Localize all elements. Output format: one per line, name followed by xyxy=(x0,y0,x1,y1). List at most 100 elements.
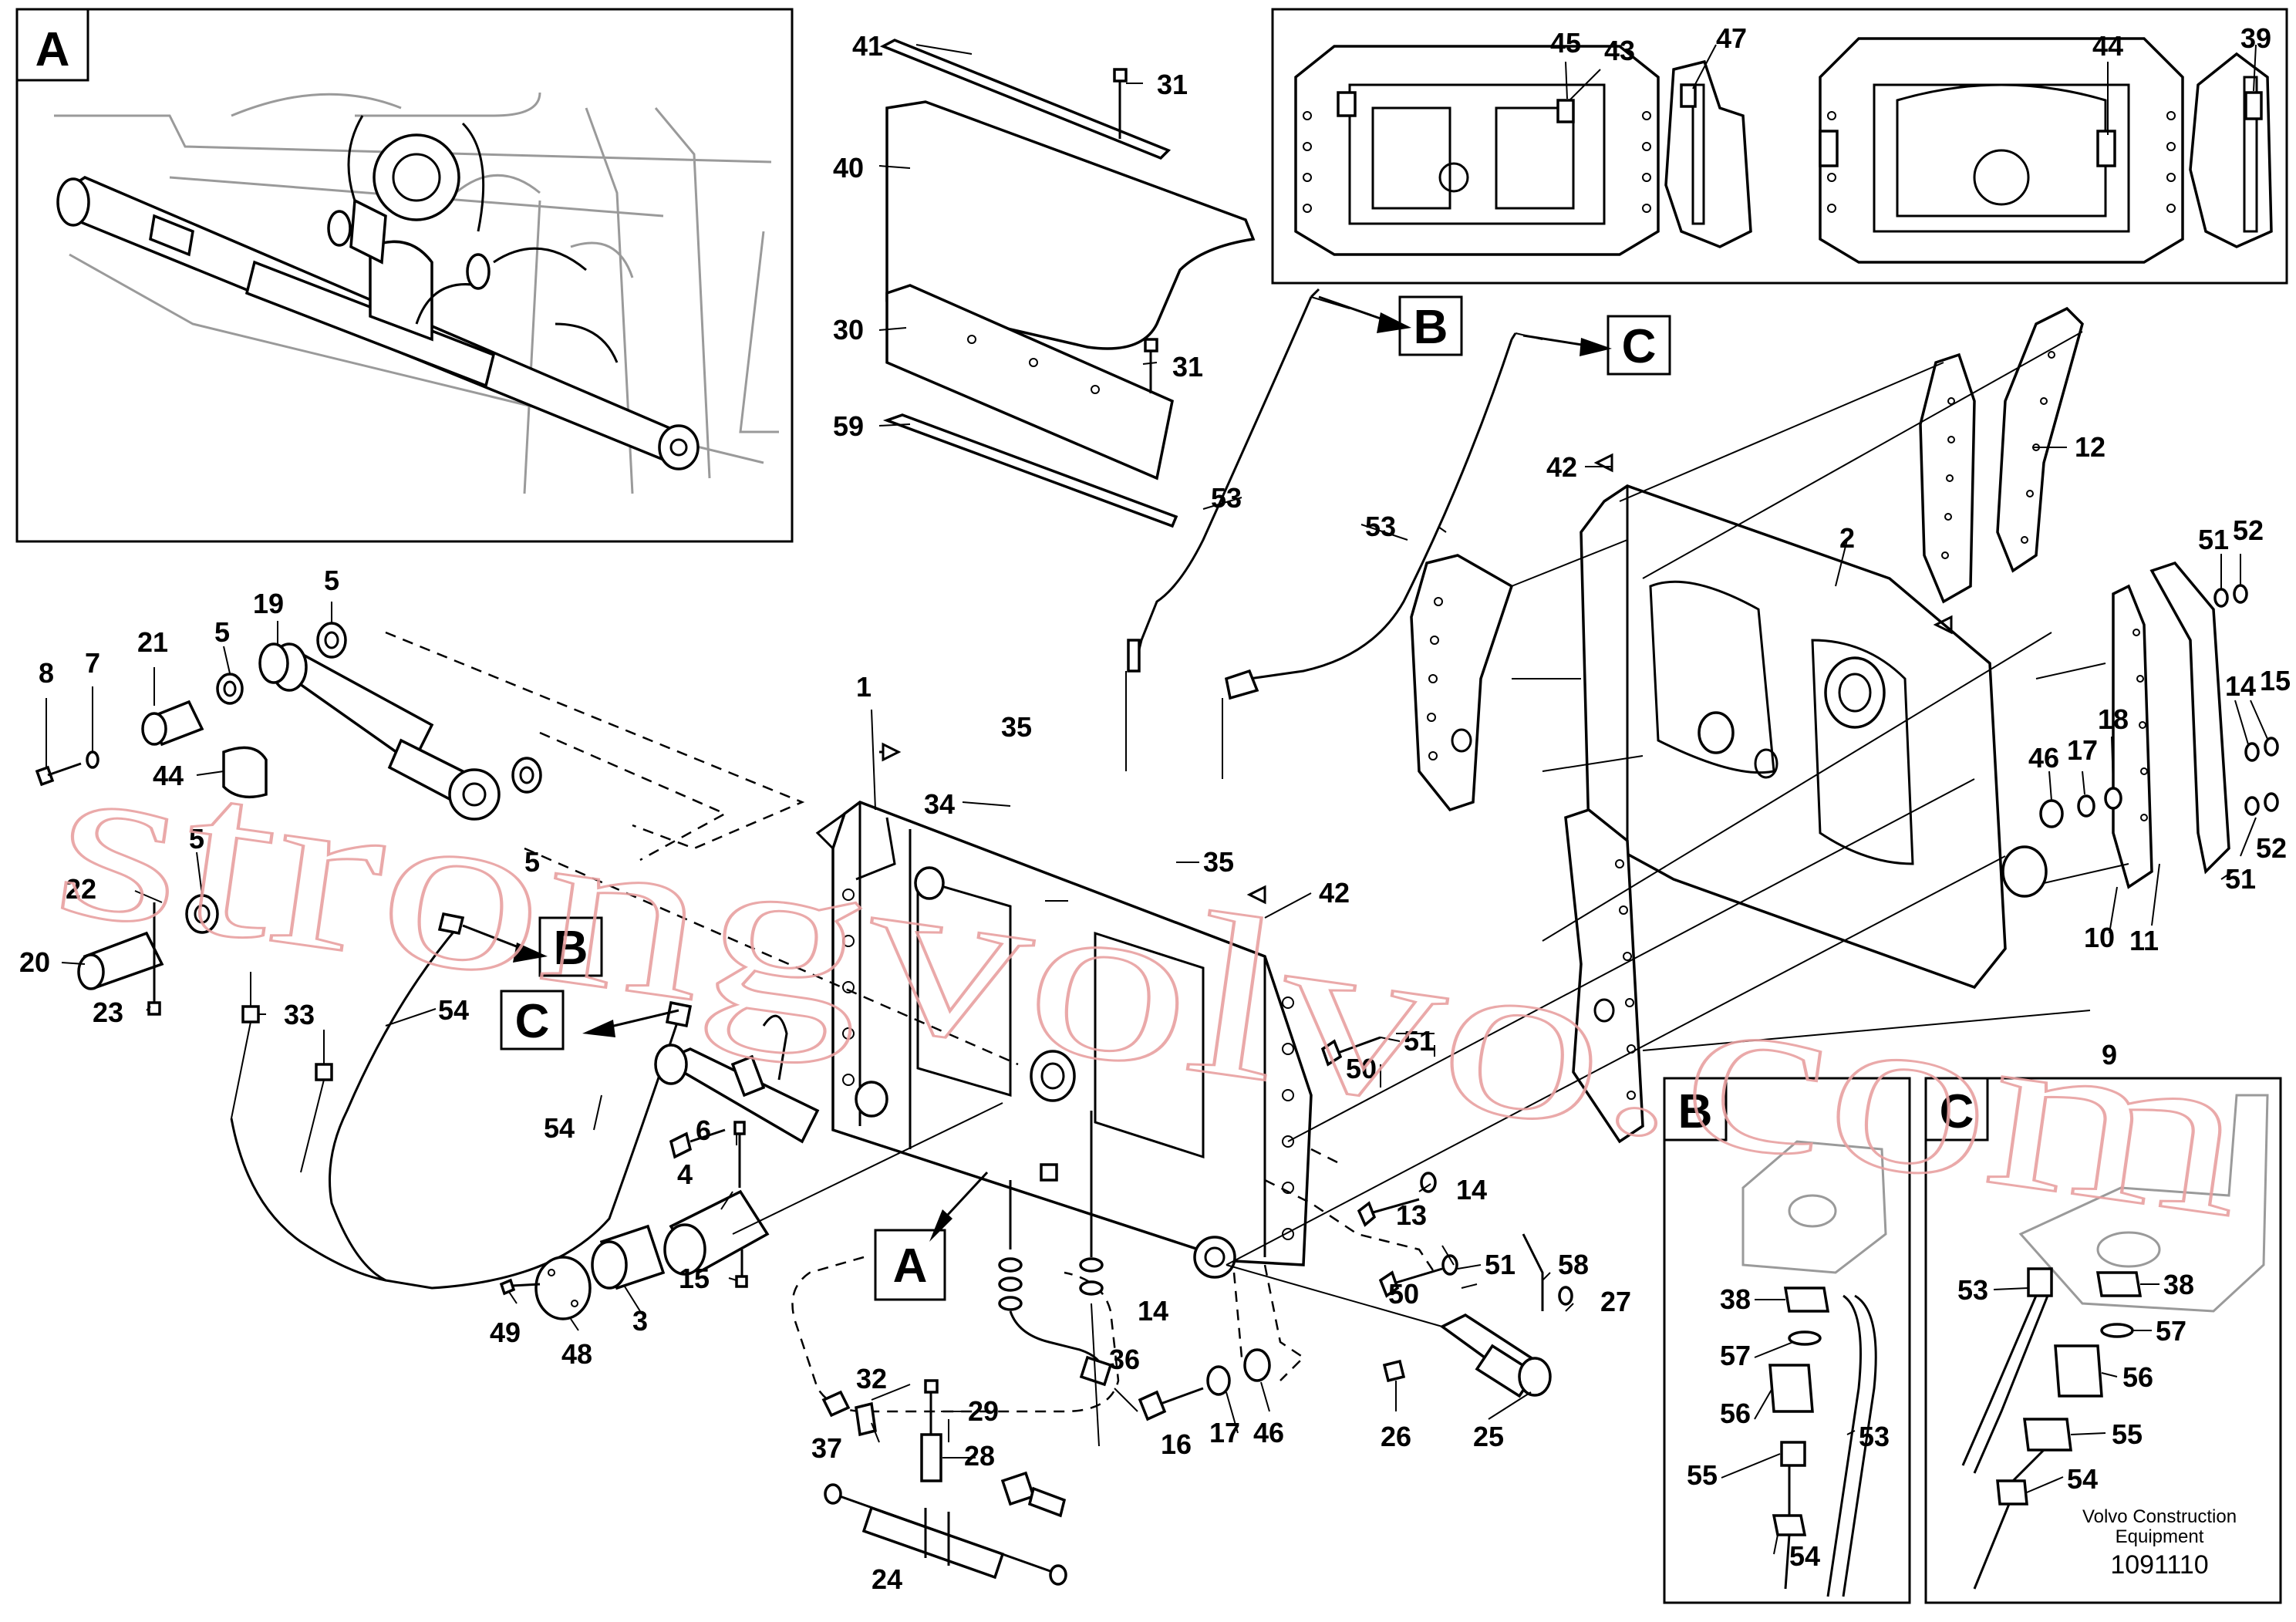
callout-50b: 50 xyxy=(1388,1278,1419,1310)
pin-assembly xyxy=(499,1014,1003,1320)
view-label-b: B xyxy=(1678,1085,1713,1138)
arrow-label-c-top: C xyxy=(1622,320,1657,373)
callout-56c: 56 xyxy=(2122,1361,2153,1393)
callout-5a: 5 xyxy=(214,616,230,648)
callout-53d: 53 xyxy=(1957,1274,1988,1306)
callout-10: 10 xyxy=(2084,922,2115,953)
callout-39: 39 xyxy=(2240,22,2271,54)
company-line-2: Equipment xyxy=(2116,1526,2204,1547)
callout-5d: 5 xyxy=(524,846,540,878)
callout-57c: 57 xyxy=(2156,1315,2186,1347)
callout-48: 48 xyxy=(561,1338,592,1370)
callout-54c: 54 xyxy=(1789,1540,1820,1572)
callout-21: 21 xyxy=(137,626,168,658)
cover-plates xyxy=(879,39,1256,528)
drawing-number: 1091110 xyxy=(2110,1550,2208,1580)
bolt-group xyxy=(1138,1036,1573,1421)
callout-8: 8 xyxy=(39,657,54,689)
callout-51a: 51 xyxy=(2198,524,2229,555)
callout-3: 3 xyxy=(632,1305,648,1337)
callout-40: 40 xyxy=(833,152,864,184)
rotator-assembly xyxy=(1226,306,2279,1266)
arrow-label-b-left: B xyxy=(554,922,588,975)
callout-30: 30 xyxy=(833,314,864,346)
callout-36: 36 xyxy=(1109,1344,1140,1375)
callout-12: 12 xyxy=(2075,431,2106,463)
callout-51c: 51 xyxy=(1404,1025,1435,1057)
callout-5b: 5 xyxy=(324,565,339,596)
company-line-1: Volvo Construction xyxy=(2082,1506,2237,1527)
section-arrow-labels: B C B C A xyxy=(462,295,1671,1301)
callout-53b: 53 xyxy=(1365,511,1396,542)
callout-32: 32 xyxy=(856,1363,887,1394)
callout-53c: 53 xyxy=(1859,1421,1890,1452)
callout-22: 22 xyxy=(66,873,96,905)
callout-54b: 54 xyxy=(544,1112,575,1144)
callout-33: 33 xyxy=(284,999,315,1030)
callout-45: 45 xyxy=(1550,27,1581,59)
callout-6: 6 xyxy=(696,1114,711,1146)
callout-20: 20 xyxy=(19,946,50,978)
callout-16: 16 xyxy=(1161,1428,1192,1460)
callout-54a: 54 xyxy=(438,994,469,1026)
callout-29: 29 xyxy=(968,1395,999,1427)
callout-38b: 38 xyxy=(1720,1283,1751,1315)
callout-19: 19 xyxy=(253,588,284,619)
callout-23: 23 xyxy=(93,996,123,1028)
callout-58: 58 xyxy=(1558,1249,1589,1280)
callout-31b: 31 xyxy=(1172,351,1203,383)
arrow-label-c-left: C xyxy=(515,995,550,1048)
callout-1: 1 xyxy=(856,671,872,703)
callout-44b: 44 xyxy=(153,760,184,791)
callout-7: 7 xyxy=(85,647,100,679)
callout-4: 4 xyxy=(677,1158,693,1190)
detail-view-b: B xyxy=(1663,1077,1911,1604)
frame-overview-views xyxy=(1271,8,2288,285)
detail-view-c: C Volvo Construction Equipment 1091110 xyxy=(1924,1077,2282,1604)
hoses-54 xyxy=(230,912,693,1290)
callout-27: 27 xyxy=(1600,1286,1631,1317)
detail-view-a: A xyxy=(15,8,794,543)
callout-49: 49 xyxy=(490,1317,521,1348)
arrow-label-a: A xyxy=(893,1239,928,1293)
callout-numbers: 41 40 31 30 31 5 9 53 53 42 2 12 45 4 3 47… xyxy=(19,22,2291,1595)
callout-44a: 44 xyxy=(2092,30,2123,62)
callout-37: 37 xyxy=(811,1432,842,1464)
view-label-a: A xyxy=(35,23,70,76)
callout-13: 13 xyxy=(1396,1199,1427,1231)
callout-47: 47 xyxy=(1716,22,1747,54)
callout-42a: 42 xyxy=(1546,451,1577,483)
callout-26: 26 xyxy=(1381,1421,1411,1452)
callout-14a: 14 xyxy=(2225,670,2256,702)
callout-41: 41 xyxy=(852,30,883,62)
callout-17b: 17 xyxy=(1209,1417,1240,1448)
callout-14c: 14 xyxy=(1138,1295,1168,1327)
callout-14b: 14 xyxy=(1456,1174,1487,1206)
callout-55c: 55 xyxy=(2112,1418,2143,1450)
callout-5c: 5 xyxy=(189,823,204,855)
main-frame-1 xyxy=(815,742,1313,1279)
view-label-c: C xyxy=(1940,1085,1974,1138)
callout-46b: 46 xyxy=(1253,1417,1284,1448)
callout-15b: 15 xyxy=(679,1263,710,1294)
callout-51d: 51 xyxy=(1485,1249,1515,1280)
callout-46a: 46 xyxy=(2028,742,2059,774)
callout-42b: 42 xyxy=(1319,877,1350,909)
callout-57b: 57 xyxy=(1720,1340,1751,1371)
callout-17a: 17 xyxy=(2067,734,2098,766)
callout-50a: 50 xyxy=(1346,1053,1377,1084)
cylinder-group xyxy=(35,622,1019,1066)
callout-35b: 35 xyxy=(1203,846,1234,878)
callout-9: 9 xyxy=(2102,1039,2117,1071)
callout-55b: 55 xyxy=(1687,1459,1718,1491)
callout-15a: 15 xyxy=(2260,665,2291,696)
callout-38c: 38 xyxy=(2163,1269,2194,1300)
callout-2: 2 xyxy=(1839,522,1855,554)
callout-31a: 31 xyxy=(1157,69,1188,100)
callout-24: 24 xyxy=(872,1563,902,1595)
callout-51b: 51 xyxy=(2225,863,2256,895)
callout-53a: 53 xyxy=(1211,482,1242,514)
callout-18: 18 xyxy=(2098,703,2129,735)
